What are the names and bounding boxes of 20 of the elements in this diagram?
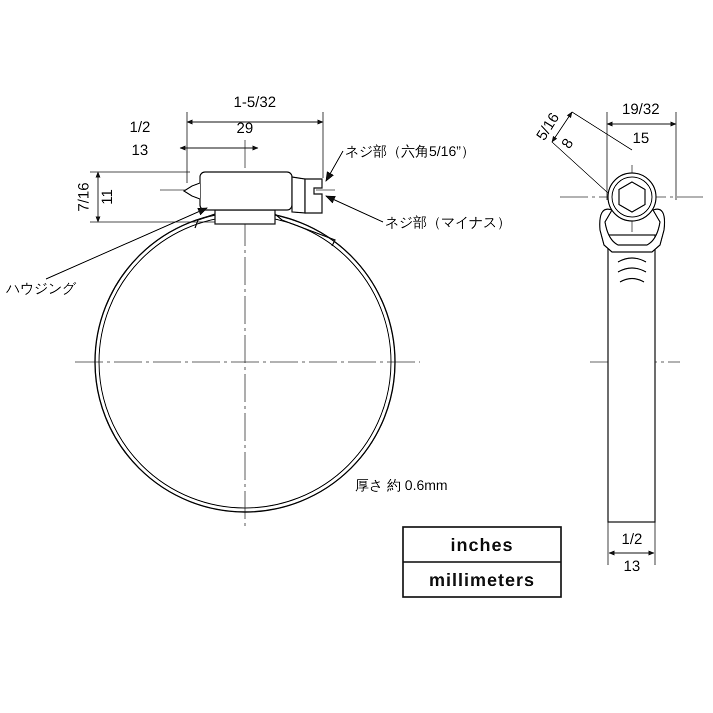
- dimension-label: 19/32: [622, 102, 660, 118]
- leader-line: [325, 196, 384, 222]
- dimension-label: 15: [632, 131, 650, 147]
- thickness-note: 厚さ 約 0.6mm: [355, 477, 448, 493]
- leader-line: [326, 150, 344, 182]
- dimension-label: 29: [236, 121, 254, 137]
- unit-label: inches: [450, 534, 514, 556]
- dimension-label: 7/16: [76, 182, 92, 212]
- unit-label: millimeters: [429, 569, 536, 591]
- dimension-label: 8: [559, 136, 578, 152]
- dimension-label: 11: [100, 189, 116, 205]
- dimension-label: 13: [132, 143, 148, 159]
- dimension-label: 1/2: [622, 532, 642, 548]
- callout-label: ハウジング: [6, 280, 76, 296]
- callout-label: ネジ部（六角5/16”）: [345, 143, 475, 159]
- dimension-label: 1-5/32: [234, 95, 276, 111]
- callout-label: ネジ部（マイナス）: [385, 214, 511, 230]
- dimension-label: 13: [624, 559, 640, 575]
- leader-line: [46, 208, 208, 280]
- dimension-label: 1/2: [130, 120, 150, 136]
